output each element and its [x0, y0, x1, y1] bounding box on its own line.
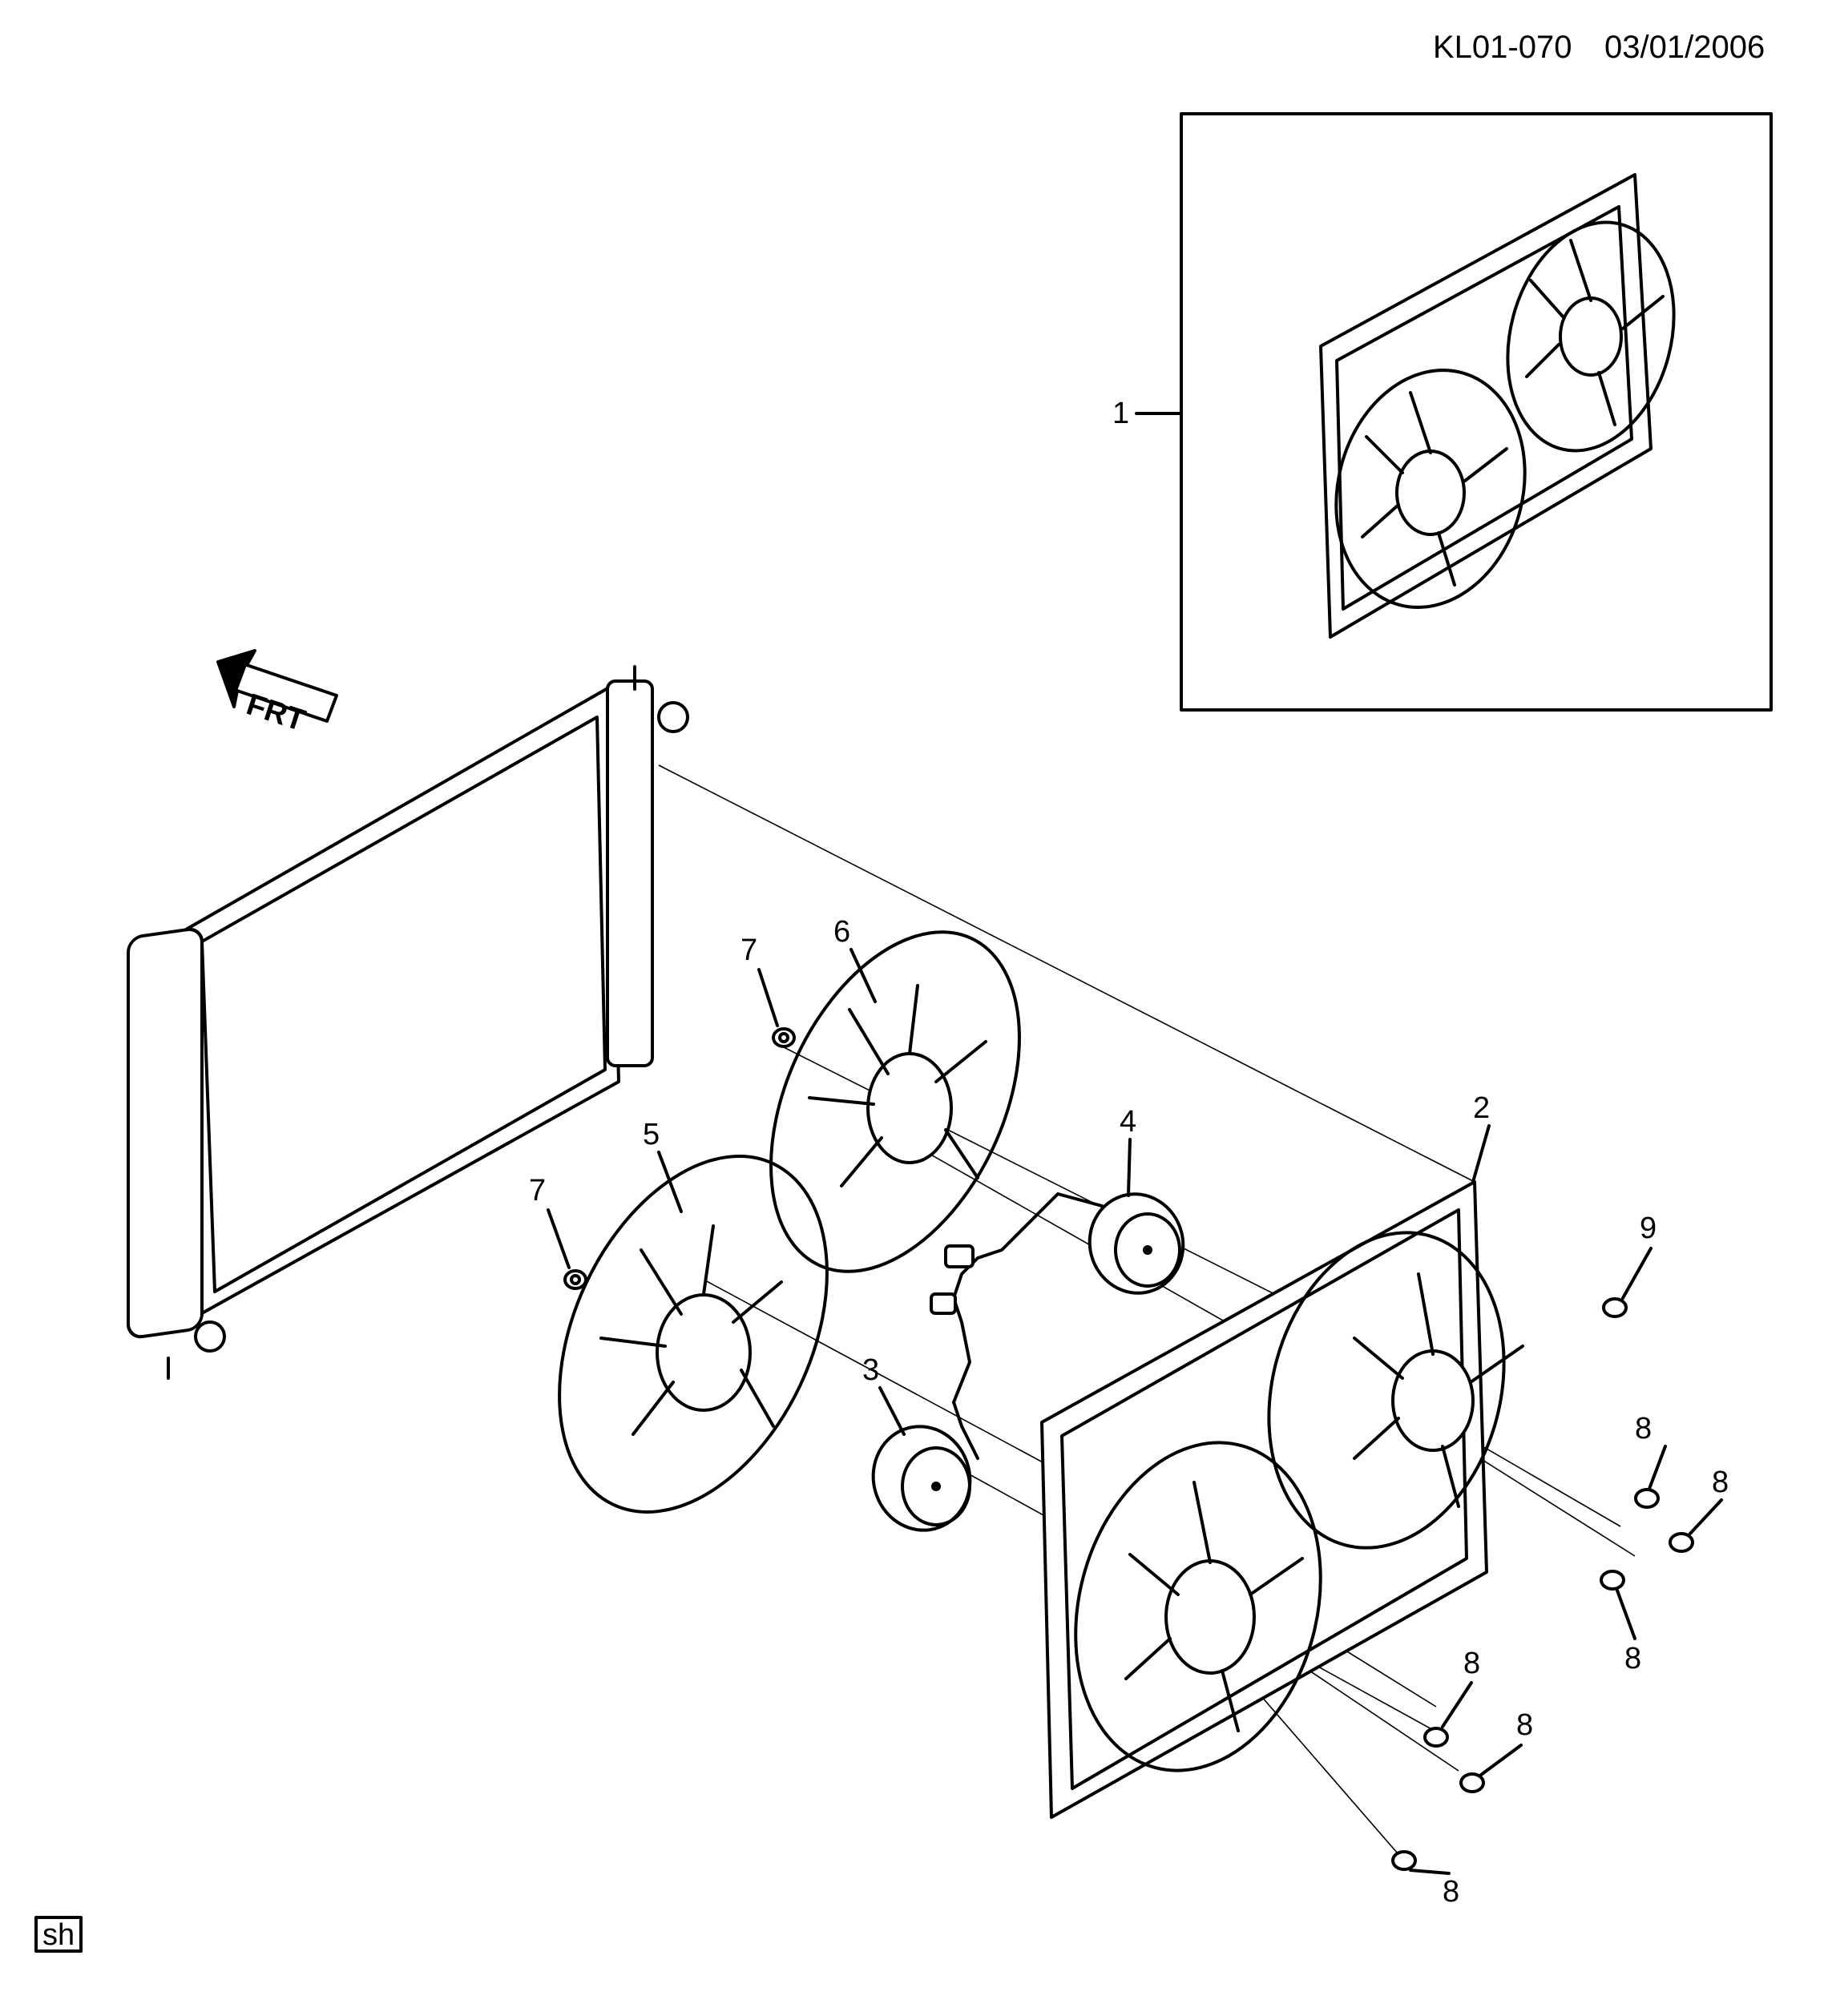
inset-box	[1180, 112, 1773, 712]
fan-motor-3	[871, 1425, 972, 1532]
bolt-8-e	[1459, 1772, 1485, 1793]
fan-shroud-2	[1040, 1180, 1524, 1819]
bolt-8-f	[1391, 1850, 1417, 1871]
callout-9: 9	[1640, 1212, 1657, 1245]
corner-tag-text: sh	[42, 1918, 75, 1952]
callout-8-f: 8	[1443, 1875, 1459, 1909]
fan-blade-6	[769, 930, 1021, 1273]
connector-upper	[944, 1244, 975, 1268]
fan-motor-4	[1088, 1192, 1185, 1295]
callout-4: 4	[1120, 1105, 1136, 1139]
bolt-8-a	[1634, 1488, 1660, 1509]
callout-5: 5	[643, 1118, 660, 1151]
callout-8-d: 8	[1463, 1647, 1480, 1680]
callout-3: 3	[862, 1353, 879, 1387]
callout-8-a: 8	[1635, 1412, 1652, 1445]
callout-7-lower: 7	[529, 1174, 546, 1208]
bolt-8-c	[1600, 1570, 1625, 1591]
radiator	[127, 665, 689, 1380]
callout-7-upper: 7	[740, 933, 757, 967]
callout-8-b: 8	[1712, 1466, 1729, 1499]
callout-2: 2	[1473, 1091, 1490, 1125]
bolt-9	[1602, 1297, 1628, 1318]
diagram-code: KL01-070	[1433, 30, 1572, 65]
callout-1: 1	[1112, 397, 1129, 430]
connector-lower	[930, 1292, 957, 1315]
nut-7-lower	[563, 1269, 587, 1290]
callout-8-e: 8	[1516, 1708, 1533, 1742]
diagram-date: 03/01/2006	[1604, 30, 1765, 65]
nut-7-upper	[772, 1027, 796, 1048]
callout-8-c: 8	[1624, 1642, 1641, 1675]
bolt-8-d	[1423, 1727, 1449, 1748]
front-direction-arrow: FRT	[216, 649, 338, 738]
callout-6: 6	[833, 915, 850, 949]
fan-blade-5	[558, 1155, 829, 1514]
bolt-8-b	[1669, 1532, 1694, 1553]
inset-fan-assembly	[1319, 173, 1676, 639]
corner-tag: sh	[34, 1916, 83, 1953]
